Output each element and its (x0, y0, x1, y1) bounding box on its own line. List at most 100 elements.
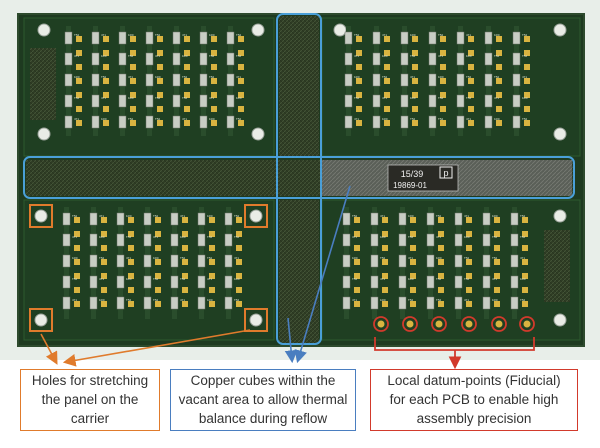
gold-pad (211, 50, 217, 56)
gold-pad (209, 217, 215, 223)
component-value-label: 471 (236, 75, 241, 79)
component-value-label: 471 (234, 256, 239, 260)
gold-pad (494, 273, 500, 279)
smd-component (428, 52, 437, 66)
caption-copper-line-1: Copper cubes within the (190, 373, 336, 388)
caption-copper-cubes: Copper cubes within the vacant area to a… (170, 369, 356, 431)
smd-component (344, 94, 353, 108)
component-value-label: T52 (494, 54, 500, 58)
gold-pad (209, 259, 215, 265)
smd-component (400, 115, 409, 129)
smd-component (426, 254, 435, 268)
component-value-label: T52 (410, 117, 416, 121)
smd-component (118, 52, 127, 66)
gold-pad (412, 120, 418, 126)
gold-pad (466, 301, 472, 307)
gold-pad (74, 259, 80, 265)
component-value-label: 471 (101, 33, 106, 37)
component-value-label: T52 (236, 54, 242, 58)
smd-component (510, 254, 519, 268)
gold-pad (382, 301, 388, 307)
gold-pad (74, 245, 80, 251)
smd-component (484, 52, 493, 66)
smd-component (62, 254, 71, 268)
gold-pad (157, 120, 163, 126)
component-value-label: T52 (155, 33, 161, 37)
component-value-label: T52 (74, 96, 80, 100)
gold-pad (209, 231, 215, 237)
fiducial-highlight-circle (519, 316, 535, 332)
smd-component (91, 115, 100, 129)
smd-component (400, 94, 409, 108)
gold-pad (103, 36, 109, 42)
smd-component (456, 115, 465, 129)
gold-pad (76, 78, 82, 84)
component-value-label: 471 (354, 54, 359, 58)
caption-copper-line-3: balance during reflow (198, 411, 328, 426)
silkscreen-labels: T524711R0T524714711R0T524711R01R0T524711… (72, 33, 528, 302)
gold-pad (356, 64, 362, 70)
smd-component (145, 73, 154, 87)
component-value-label: 471 (466, 33, 471, 37)
gold-pad (182, 217, 188, 223)
gold-pad (236, 273, 242, 279)
gold-pad (412, 50, 418, 56)
smd-component (342, 275, 351, 289)
gold-pad (74, 273, 80, 279)
gold-pad (130, 120, 136, 126)
gold-pad (238, 64, 244, 70)
component-value-label: T52 (380, 256, 386, 260)
component-value-label: 1R0 (126, 277, 132, 281)
gold-pad (440, 64, 446, 70)
component-value-label: 471 (436, 235, 441, 239)
hole-top-2 (251, 127, 265, 141)
component-value-label: 471 (464, 214, 469, 218)
gold-pad (466, 287, 472, 293)
component-value-label: T52 (153, 298, 159, 302)
component-value-label: 1R0 (380, 298, 386, 302)
gold-pad (184, 120, 190, 126)
gold-pad (382, 217, 388, 223)
gold-pad (468, 78, 474, 84)
gold-pad (522, 245, 528, 251)
gold-pad (211, 78, 217, 84)
gold-pad (410, 259, 416, 265)
smd-component (426, 212, 435, 226)
component-value-label: 1R0 (438, 75, 444, 79)
gold-pad (354, 217, 360, 223)
gold-pad (496, 64, 502, 70)
hole-top-4 (553, 23, 567, 37)
component-value-label: 1R0 (99, 235, 105, 239)
component-value-label: T52 (520, 235, 526, 239)
component-value-label: 471 (438, 54, 443, 58)
smd-component (456, 94, 465, 108)
smd-component (344, 31, 353, 45)
gold-pad (238, 78, 244, 84)
gold-pad (130, 64, 136, 70)
component-value-label: T52 (209, 54, 215, 58)
component-value-label: 1R0 (382, 54, 388, 58)
component-value-label: T52 (180, 277, 186, 281)
gold-pad (356, 120, 362, 126)
smd-component (62, 212, 71, 226)
smd-component (400, 73, 409, 87)
copper-area-vertical-bottom (279, 200, 319, 344)
smd-component (199, 31, 208, 45)
gold-pad (209, 245, 215, 251)
gold-pad (155, 287, 161, 293)
gold-pad (522, 231, 528, 237)
component-value-label: T52 (182, 96, 188, 100)
smd-component (512, 73, 521, 87)
gold-pad (157, 36, 163, 42)
smd-component (170, 275, 179, 289)
component-value-label: 1R0 (126, 214, 132, 218)
gold-pad (438, 273, 444, 279)
gold-pad (211, 120, 217, 126)
smd-component (454, 233, 463, 247)
gold-pad (101, 259, 107, 265)
smd-component (372, 94, 381, 108)
gold-pad (496, 36, 502, 42)
component-value-label: 1R0 (410, 33, 416, 37)
gold-pad (209, 301, 215, 307)
gold-pad (184, 50, 190, 56)
